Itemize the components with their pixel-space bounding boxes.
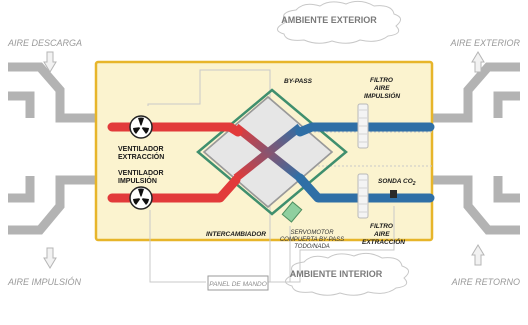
- label-intercambiador: INTERCAMBIADOR: [206, 231, 266, 238]
- label-filtro-extraccion-2: AIRE: [373, 231, 390, 238]
- filter-extract-pleats: [359, 179, 367, 213]
- outside-ducts-left: [8, 62, 96, 235]
- arrow-icon: [43, 51, 57, 73]
- label-filtro-impulsion-2: AIRE: [373, 85, 390, 92]
- outside-ducts-right: [432, 62, 520, 235]
- fan-icon-extraction: [129, 115, 153, 139]
- exchanger-flows: [233, 123, 303, 182]
- label-aire-impulsion: AIRE IMPULSIÓN: [7, 277, 82, 287]
- label-ambiente-exterior: AMBIENTE EXTERIOR: [281, 15, 377, 25]
- label-aire-retorno: AIRE RETORNO: [451, 277, 520, 287]
- control-panel: [207, 275, 269, 291]
- co2-sensor: [390, 190, 397, 198]
- label-ventilador-impulsion-2: IMPULSIÓN: [118, 176, 157, 185]
- label-servomotor-3: TODO/NADA: [294, 244, 330, 250]
- arrow-icon: [471, 51, 485, 73]
- arrow-icon: [43, 247, 57, 269]
- cloud-icon-interior: [285, 252, 409, 296]
- servomotor: [281, 201, 303, 223]
- label-by-pass: BY-PASS: [284, 78, 313, 85]
- label-sonda-co2: SONDA CO2: [378, 178, 416, 187]
- label-filtro-impulsion-1: FILTRO: [370, 77, 393, 84]
- filter-supply-pleats: [359, 109, 367, 143]
- arrow-icon: [471, 244, 485, 266]
- label-aire-descarga: AIRE DESCARGA: [7, 38, 82, 48]
- label-ventilador-extraccion-1: VENTILADOR: [118, 146, 164, 153]
- fan-icon-supply: [129, 186, 153, 210]
- label-ventilador-impulsion-1: VENTILADOR: [118, 170, 164, 177]
- label-ventilador-extraccion-2: EXTRACCIÓN: [118, 152, 164, 161]
- label-filtro-impulsion-3: IMPULSIÓN: [364, 91, 400, 100]
- label-servomotor-1: SERVOMOTOR: [290, 230, 334, 236]
- label-filtro-extraccion-3: EXTRACCIÓN: [362, 237, 405, 246]
- label-servomotor-2: COMPUERTA BY-PASS: [280, 237, 344, 243]
- cloud-icon-exterior: [277, 0, 401, 44]
- label-ambiente-interior: AMBIENTE INTERIOR: [290, 269, 383, 279]
- label-aire-exterior: AIRE EXTERIOR: [449, 38, 520, 48]
- label-panel-de-mando: PANEL DE MANDO: [209, 281, 267, 288]
- cold-duct-upper: [295, 122, 435, 137]
- label-filtro-extraccion-1: FILTRO: [370, 223, 393, 230]
